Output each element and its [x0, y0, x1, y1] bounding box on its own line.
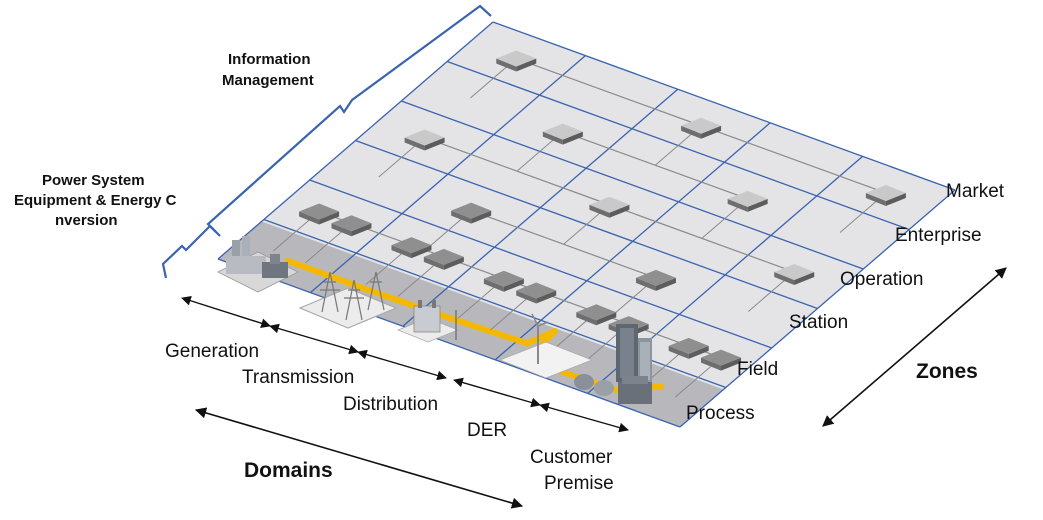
component-box-side — [721, 357, 742, 371]
wind-turbine-icon — [498, 313, 594, 379]
zone-grid-line — [309, 179, 772, 349]
component-box — [635, 269, 676, 286]
component-box-side — [596, 312, 617, 326]
power-system-bracket — [161, 224, 221, 279]
component-box-side — [423, 256, 444, 270]
zone-grid-line — [401, 100, 864, 270]
component-box-side — [688, 345, 709, 359]
component-box — [774, 263, 815, 280]
component-box-side — [635, 277, 656, 291]
component-box-side — [885, 192, 906, 206]
equipment-icons — [217, 236, 652, 404]
zone-grid-line — [217, 258, 681, 428]
component-box — [404, 129, 445, 146]
component-box — [516, 282, 557, 299]
domains-axis-arrow — [194, 407, 524, 509]
component-box — [727, 190, 768, 207]
component-box-side — [655, 277, 676, 291]
transmission-tower-icon — [298, 271, 398, 329]
component-box-side — [747, 198, 768, 212]
component-box — [576, 304, 617, 321]
component-box-side — [391, 245, 412, 259]
information-management-bracket — [206, 4, 492, 233]
component-box — [451, 202, 492, 219]
domain-label-transmission: Transmission — [242, 367, 354, 388]
component-box — [681, 117, 722, 134]
component-box — [496, 50, 537, 67]
domain-label-distribution: Distribution — [343, 394, 438, 415]
component-box — [299, 203, 340, 220]
industrial-equipment-icon — [574, 374, 652, 404]
component-box-side — [589, 204, 610, 218]
component-box-side — [727, 198, 748, 212]
component-box-side — [794, 271, 815, 285]
component-box — [391, 237, 432, 254]
component-box-side — [404, 137, 425, 151]
transformer-icon — [396, 300, 460, 343]
component-box-side — [516, 58, 537, 72]
zone-label-process: Process — [686, 403, 755, 424]
component-box — [668, 337, 709, 354]
zone-label-enterprise: Enterprise — [895, 225, 982, 246]
component-box-side — [609, 204, 630, 218]
zone-label-station: Station — [789, 312, 848, 333]
component-box-side — [443, 256, 464, 270]
component-box — [542, 123, 583, 140]
zones-axis-title: Zones — [916, 360, 978, 383]
power-system-label: Power System Equipment & Energy C nversi… — [14, 172, 181, 229]
domains-axis-title: Domains — [244, 459, 333, 482]
component-box-side — [471, 210, 492, 224]
component-box-side — [299, 211, 320, 225]
component-box-side — [424, 137, 445, 151]
zones-axis-arrow — [822, 267, 1007, 427]
component-box-side — [351, 223, 372, 237]
zone-label-field: Field — [737, 359, 778, 380]
domain-label-customer-premise: Customer Premise — [530, 447, 618, 494]
component-box-side — [681, 125, 702, 139]
component-box-side — [411, 245, 432, 259]
zone-label-operation: Operation — [840, 269, 923, 290]
component-box — [483, 270, 524, 287]
component-box-side — [503, 278, 524, 292]
component-box — [423, 248, 464, 265]
domain-span-arrows — [181, 296, 629, 433]
domain-label-generation: Generation — [165, 341, 259, 362]
component-box — [701, 349, 742, 366]
component-box-side — [483, 278, 504, 292]
component-box — [589, 196, 630, 213]
component-box-side — [542, 131, 563, 145]
component-box — [865, 184, 906, 201]
domain-label-der: DER — [467, 420, 507, 441]
component-box — [331, 215, 372, 232]
component-link — [516, 57, 702, 127]
component-box-side — [668, 345, 689, 359]
component-link — [700, 125, 887, 194]
component-box-side — [774, 271, 795, 285]
component-box-side — [516, 290, 537, 304]
component-box-side — [496, 58, 517, 72]
power-line — [448, 315, 531, 347]
component-box-side — [562, 131, 583, 145]
zone-label-market: Market — [946, 181, 1005, 202]
component-box-side — [865, 192, 886, 206]
zone-grid-line — [492, 21, 956, 191]
component-box-side — [701, 125, 722, 139]
component-box-side — [319, 211, 340, 225]
component-box-side — [701, 357, 722, 371]
power-plant-icon — [217, 236, 299, 293]
information-management-label: Information Management — [222, 51, 315, 89]
component-box-side — [331, 223, 352, 237]
component-box-side — [451, 210, 472, 224]
component-box-side — [536, 290, 557, 304]
office-building-icon — [616, 324, 652, 382]
component-box-side — [576, 312, 597, 326]
